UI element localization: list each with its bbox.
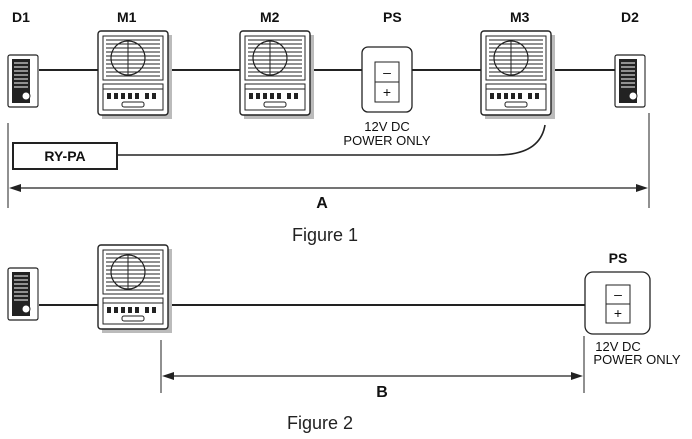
ps2-note-line1: 12V DC <box>595 339 641 354</box>
label-d2: D2 <box>621 9 639 25</box>
dim-a-arrow-left <box>9 184 21 192</box>
door-station-2 <box>7 267 39 321</box>
ps2-plus-sign: + <box>614 305 622 321</box>
power-supply-ps-2: – + <box>584 271 651 335</box>
ps2-minus-sign: – <box>614 286 622 302</box>
ps2-note-line2: POWER ONLY <box>593 352 680 367</box>
master-station-2 <box>97 244 173 334</box>
dim-a-label: A <box>316 195 328 212</box>
figure-2-caption: Figure 2 <box>287 413 353 433</box>
ps-note-line2: POWER ONLY <box>343 133 430 148</box>
door-station-d2 <box>614 54 646 108</box>
ps-plus-sign: + <box>383 84 391 100</box>
relay-cable <box>117 124 546 156</box>
label-ps: PS <box>383 9 402 25</box>
dim-b-arrow-left <box>162 372 174 380</box>
ps-minus-sign: – <box>383 64 391 80</box>
dim-b-arrow-right <box>571 372 583 380</box>
dim-b-label: B <box>376 384 388 401</box>
label-m2: M2 <box>260 9 280 25</box>
power-supply-ps: – + <box>361 46 413 113</box>
label-m3: M3 <box>510 9 530 25</box>
label-ps-2: PS <box>609 250 628 266</box>
figure-2: PS – + 12V DC POWER ONLY B Figure 2 <box>7 244 681 433</box>
master-station-m1 <box>97 30 173 120</box>
dim-a-arrow-right <box>636 184 648 192</box>
door-station-d1 <box>7 54 39 108</box>
relay-label: RY-PA <box>44 148 85 164</box>
label-d1: D1 <box>12 9 30 25</box>
figure-1: D1 M1 M2 PS M3 D2 – + 12V DC POWER ONLY … <box>7 9 650 245</box>
label-m1: M1 <box>117 9 137 25</box>
figure-1-caption: Figure 1 <box>292 225 358 245</box>
ps-note-line1: 12V DC <box>364 119 410 134</box>
master-station-m2 <box>239 30 315 120</box>
master-station-m3 <box>480 30 556 120</box>
relay-box <box>12 142 118 170</box>
